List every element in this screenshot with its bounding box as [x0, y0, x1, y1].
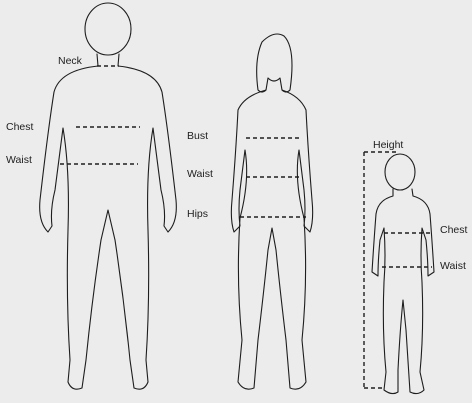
- child-figure: [364, 152, 434, 394]
- child-waist-label: Waist: [440, 261, 466, 272]
- woman-bust-label: Bust: [187, 131, 208, 142]
- woman-hips-label: Hips: [187, 209, 208, 220]
- woman-waist-label: Waist: [187, 169, 213, 180]
- man-neck-label: Neck: [58, 56, 82, 67]
- woman-figure: [231, 34, 312, 389]
- child-height-label: Height: [373, 140, 403, 151]
- child-chest-label: Chest: [440, 225, 467, 236]
- man-waist-label: Waist: [6, 155, 32, 166]
- man-chest-label: Chest: [6, 122, 33, 133]
